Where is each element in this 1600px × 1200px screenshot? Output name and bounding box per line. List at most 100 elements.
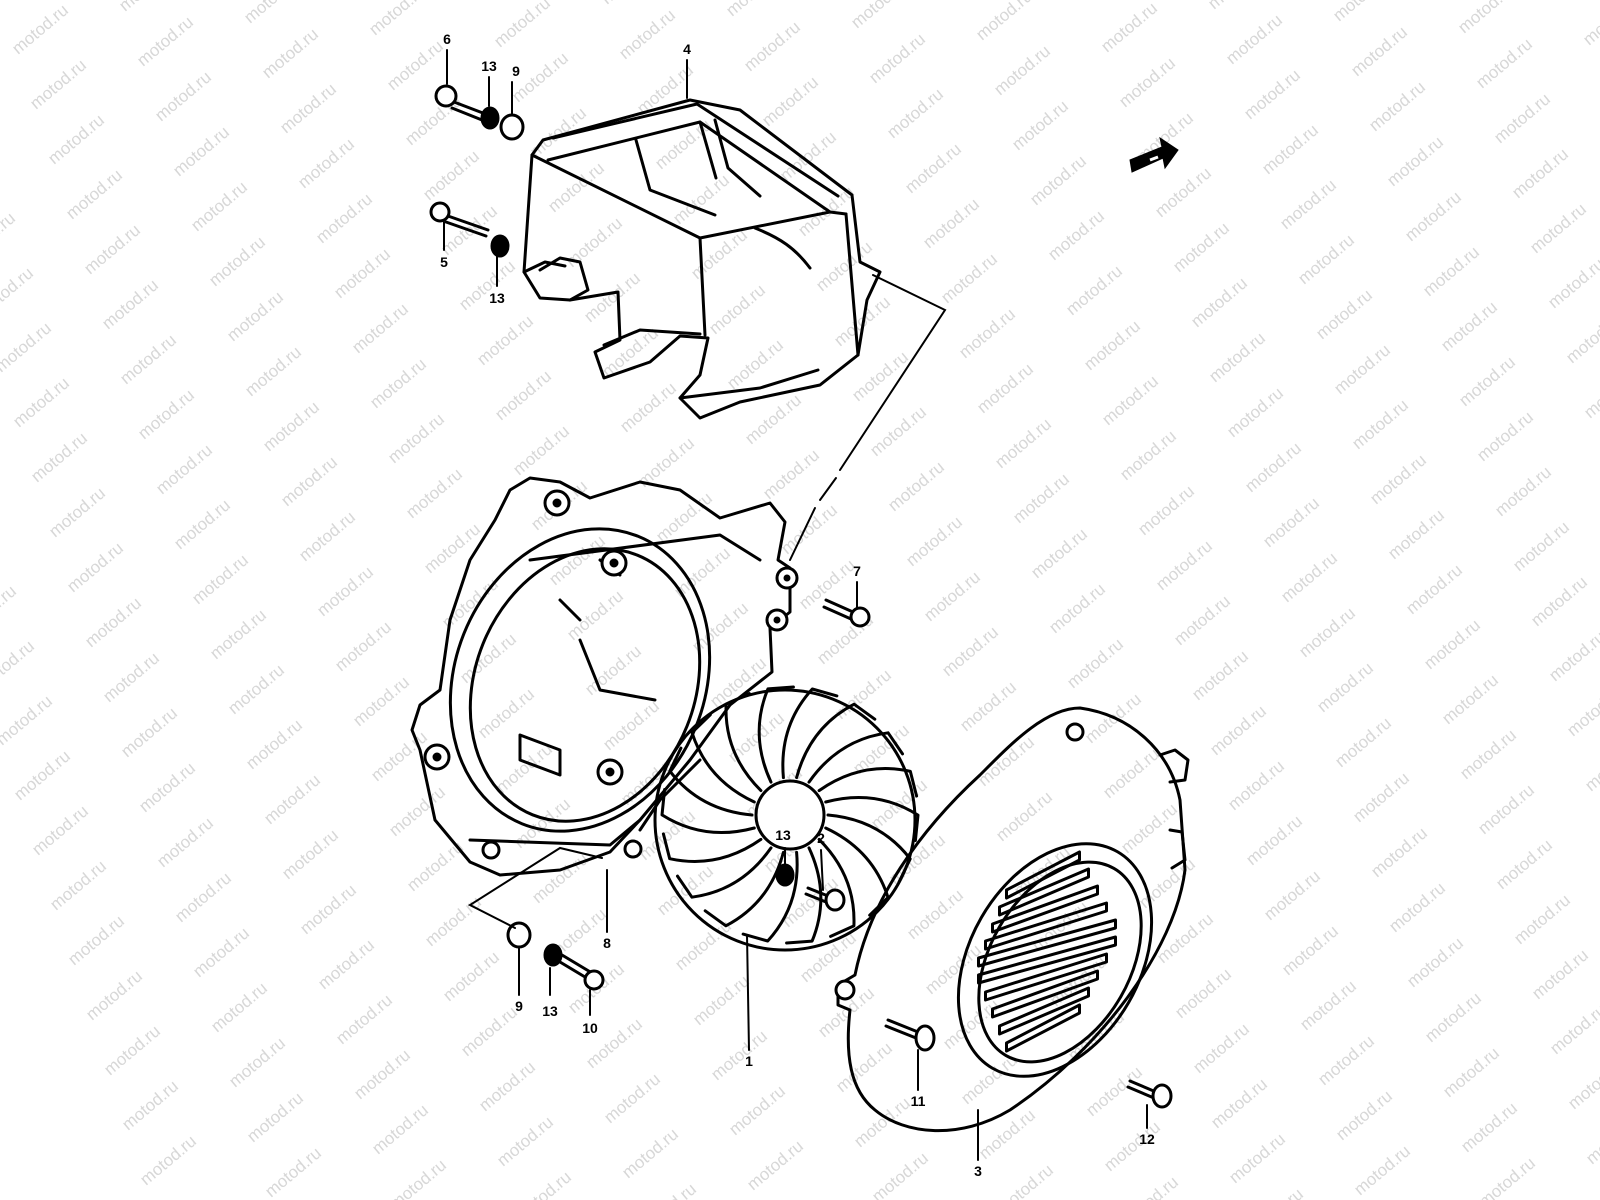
- watermark-text: motod.ru: [473, 311, 537, 369]
- watermark-text: motod.ru: [365, 0, 429, 39]
- watermark-text: motod.ru: [1546, 1000, 1600, 1058]
- fan-blade: [817, 837, 856, 938]
- callout-8: 8: [603, 935, 611, 951]
- watermark-text: motod.ru: [1278, 921, 1342, 979]
- watermark-text: motod.ru: [1243, 1184, 1307, 1200]
- watermark-text: motod.ru: [1009, 469, 1073, 527]
- grille-slat: [984, 901, 1108, 951]
- watermark-text: motod.ru: [259, 397, 323, 455]
- watermark-text: motod.ru: [920, 567, 984, 625]
- watermark-text: motod.ru: [153, 813, 217, 871]
- watermark-text: motod.ru: [1544, 254, 1600, 312]
- watermark-text: motod.ru: [1115, 53, 1179, 111]
- watermark-text: motod.ru: [330, 244, 394, 302]
- watermark-text: motod.ru: [1171, 964, 1235, 1022]
- watermark-text: motod.ru: [1294, 230, 1358, 288]
- watermark-text: motod.ru: [1224, 756, 1288, 814]
- watermark-text: motod.ru: [295, 507, 359, 565]
- watermark-text: motod.ru: [457, 1002, 521, 1060]
- grille-slat: [1005, 1003, 1081, 1053]
- watermark-text: motod.ru: [0, 0, 54, 3]
- watermark-text: motod.ru: [509, 421, 573, 479]
- watermark-text: motod.ru: [384, 409, 448, 467]
- watermark-text: motod.ru: [0, 318, 55, 376]
- watermark-text: motod.ru: [312, 189, 376, 247]
- fan-housing-part: [410, 476, 799, 877]
- watermark-text: motod.ru: [1581, 737, 1600, 795]
- watermark-text: motod.ru: [562, 213, 626, 271]
- watermark-text: motod.ru: [1348, 395, 1412, 453]
- watermark-text: motod.ru: [314, 935, 378, 993]
- bolt-2: [804, 886, 846, 912]
- watermark-text: motod.ru: [1118, 1172, 1182, 1200]
- watermark-text: motod.ru: [187, 177, 251, 235]
- watermark-text: motod.ru: [1347, 22, 1411, 80]
- watermark-text: motod.ru: [1439, 1043, 1503, 1101]
- watermark-text: motod.ru: [1350, 1141, 1414, 1199]
- watermark-text: motod.ru: [1116, 426, 1180, 484]
- watermark-text: motod.ru: [1045, 579, 1109, 637]
- watermark-text: motod.ru: [455, 256, 519, 314]
- fan-blade: [676, 846, 773, 899]
- watermark-text: motod.ru: [313, 562, 377, 620]
- callout-9: 9: [512, 63, 520, 79]
- watermark-text: motod.ru: [1366, 450, 1430, 508]
- watermark-text: motod.ru: [1420, 615, 1484, 673]
- watermark-text: motod.ru: [1240, 65, 1304, 123]
- watermark-text: motod.ru: [419, 146, 483, 204]
- watermark-text: motod.ru: [0, 526, 2, 584]
- watermark-text: motod.ru: [474, 684, 538, 742]
- watermark-text: motod.ru: [189, 923, 253, 981]
- watermark-text: motod.ru: [261, 1143, 325, 1200]
- watermark-text: motod.ru: [1454, 0, 1518, 37]
- watermark-text: motod.ru: [1509, 517, 1573, 575]
- watermark-text: motod.ru: [385, 782, 449, 840]
- watermark-text: motod.ru: [1331, 713, 1395, 771]
- watermark-text: motod.ru: [9, 373, 73, 431]
- watermark-text: motod.ru: [171, 868, 235, 926]
- watermark-text: motod.ru: [276, 79, 340, 137]
- callout-2: 2: [817, 830, 825, 846]
- watermark-text: motod.ru: [170, 495, 234, 553]
- watermark-text: motod.ru: [1276, 175, 1340, 233]
- watermark-text: motod.ru: [902, 512, 966, 570]
- grille-slat: [998, 986, 1090, 1036]
- watermark-text: motod.ru: [921, 940, 985, 998]
- watermark-text: motod.ru: [116, 330, 180, 388]
- watermark-text: motod.ru: [1027, 524, 1091, 582]
- watermark-text: motod.ru: [1026, 151, 1090, 209]
- watermark-text: motod.ru: [993, 1160, 1057, 1200]
- watermark-text: motod.ru: [1259, 493, 1323, 551]
- watermark-text: motod.ru: [974, 732, 1038, 790]
- watermark-text: motod.ru: [1580, 364, 1600, 422]
- watermark-text: motod.ru: [689, 971, 753, 1029]
- watermark-text: motod.ru: [349, 672, 413, 730]
- watermark-text: motod.ru: [937, 249, 1001, 307]
- watermark-text: motod.ru: [1152, 536, 1216, 594]
- washer-13b: [490, 234, 510, 258]
- watermark-text: motod.ru: [242, 715, 306, 773]
- fan-blade: [824, 826, 890, 917]
- watermark-text: motod.ru: [1474, 780, 1538, 838]
- watermark-text: motod.ru: [992, 787, 1056, 845]
- fan-cover-part: [834, 706, 1190, 1133]
- watermark-text: motod.ru: [1349, 768, 1413, 826]
- watermark-text: motod.ru: [152, 440, 216, 498]
- callout-13: 13: [775, 827, 791, 843]
- watermark-text: motod.ru: [1062, 261, 1126, 319]
- watermark-text: motod.ru: [938, 622, 1002, 680]
- screw-7: [822, 598, 871, 628]
- watermark-text: motod.ru: [277, 452, 341, 510]
- callout-12: 12: [1139, 1131, 1155, 1147]
- watermark-text: motod.ru: [151, 67, 215, 125]
- watermark-text: motod.ru: [973, 359, 1037, 417]
- watermark-text: motod.ru: [118, 1076, 182, 1134]
- fan-blade: [661, 832, 763, 863]
- leader-lines: [443, 49, 1148, 1161]
- watermark-text: motod.ru: [8, 0, 72, 58]
- watermark-text: motod.ru: [1401, 187, 1465, 245]
- screw-11: [884, 1018, 936, 1052]
- watermark-text: motod.ru: [1241, 438, 1305, 496]
- grille-slat: [977, 935, 1117, 985]
